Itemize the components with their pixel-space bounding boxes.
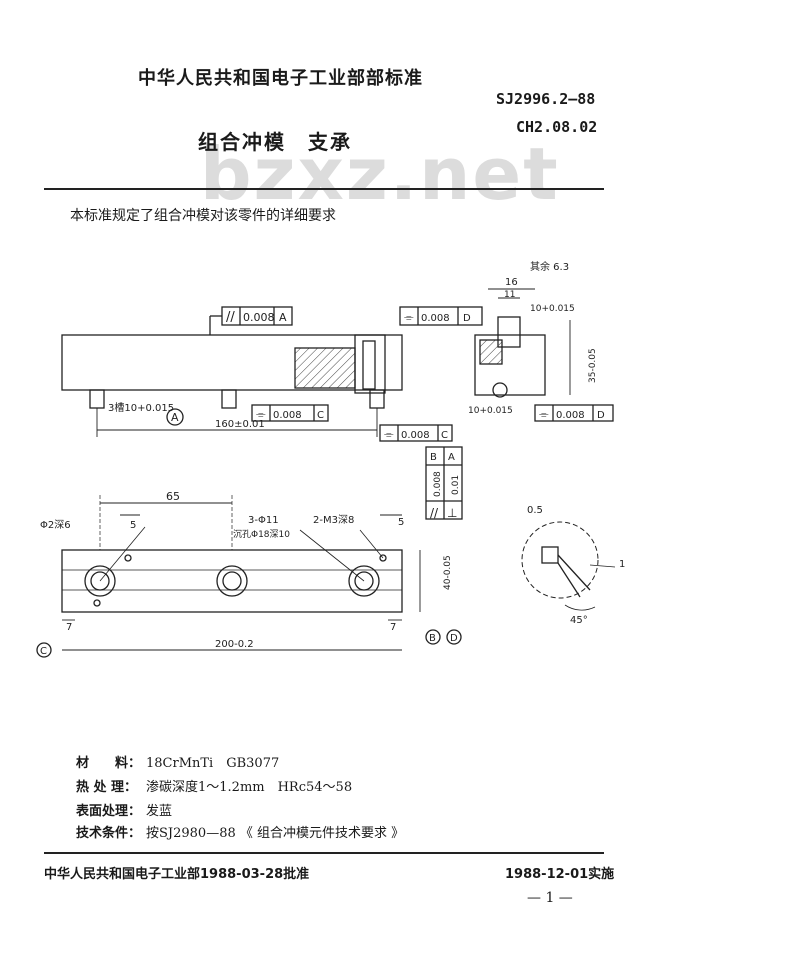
datum-d-label: D bbox=[450, 633, 458, 644]
spec-material: 材 料： 18CrMnTi GB3077 bbox=[76, 752, 279, 771]
standard-header: 中华人民共和国电子工业部部标准 bbox=[138, 68, 423, 89]
dim-200: 200-0.2 bbox=[215, 639, 254, 650]
dim-35: 35-0.05 bbox=[588, 348, 598, 383]
standard-code-secondary: CH2.08.02 bbox=[516, 118, 598, 136]
spec-material-value: 18CrMnTi GB3077 bbox=[146, 756, 280, 771]
tol-value-c1: 0.008 bbox=[273, 410, 302, 421]
spec-heat-key: 热 处 理： bbox=[76, 780, 138, 795]
dim-65: 65 bbox=[166, 490, 180, 503]
sym-symbol-3: ⌯ bbox=[404, 310, 414, 324]
detail-45: 45° bbox=[570, 615, 588, 626]
spec-surface-value: 发蓝 bbox=[146, 804, 173, 819]
intro-text: 本标准规定了组合冲模对该零件的详细要求 bbox=[70, 208, 336, 224]
dim-10: 10+0.015 bbox=[530, 304, 575, 314]
datum-b-label: B bbox=[429, 633, 436, 644]
page-number: — 1 — bbox=[527, 890, 573, 906]
note-pin: Φ2深6 bbox=[40, 519, 71, 531]
datum-c-ref2: C bbox=[441, 430, 448, 441]
spec-tech: 技术条件： 按SJ2980—88 《 组合冲模元件技术要求 》 bbox=[76, 822, 404, 841]
datum-c-label: C bbox=[40, 646, 47, 657]
effective-date: 1988-12-01实施 bbox=[505, 867, 615, 882]
datum-a-ref2: A bbox=[448, 452, 455, 463]
front-view bbox=[61, 306, 453, 442]
datum-b-ref: B bbox=[430, 452, 437, 463]
dim-40: 40-0.05 bbox=[443, 555, 453, 590]
dim-10b: 10+0.015 bbox=[468, 406, 513, 416]
side-view bbox=[399, 288, 614, 422]
datum-d-ref2: D bbox=[597, 410, 605, 421]
dim-11: 11 bbox=[504, 290, 515, 300]
technical-drawing: // 0.008 A A 3槽10+0.015 ⌯ 0.008 C 160±0.… bbox=[36, 260, 625, 658]
sym-symbol-2: ⌯ bbox=[384, 427, 394, 441]
note-cbore: 沉孔Φ18深10 bbox=[233, 529, 290, 540]
dim-5b: 5 bbox=[398, 517, 404, 528]
detail-05: 0.5 bbox=[527, 505, 543, 516]
detail-view bbox=[521, 521, 616, 611]
spec-heat: 热 处 理： 渗碳深度1～1.2mm HRc54～58 bbox=[76, 776, 352, 795]
dim-5a: 5 bbox=[130, 520, 136, 531]
datum-a-ref: A bbox=[279, 311, 287, 324]
dim-7a: 7 bbox=[66, 622, 72, 633]
note-slot: 3槽10+0.015 bbox=[108, 401, 174, 414]
surface-rest: 其余 6.3 bbox=[530, 260, 569, 273]
spec-surface-key: 表面处理： bbox=[76, 804, 142, 819]
tol-value-front: 0.008 bbox=[243, 311, 275, 324]
perp-value: 0.01 bbox=[451, 475, 461, 495]
datum-a-label: A bbox=[171, 411, 179, 424]
spec-heat-value: 渗碳深度1～1.2mm HRc54～58 bbox=[146, 780, 353, 795]
sym-symbol-1: ⌯ bbox=[256, 407, 266, 421]
tol-value-d2: 0.008 bbox=[556, 410, 585, 421]
footer-rule bbox=[44, 852, 604, 854]
standard-code: SJ2996.2—88 bbox=[496, 90, 596, 108]
detail-1: 1 bbox=[619, 559, 625, 570]
vertical-tol-frame bbox=[425, 446, 463, 520]
sym-symbol-4: ⌯ bbox=[539, 407, 549, 421]
perp-symbol: ⊥ bbox=[447, 506, 457, 520]
spec-material-key: 材 料： bbox=[76, 756, 142, 771]
dim-7b: 7 bbox=[390, 622, 396, 633]
header-rule bbox=[44, 188, 604, 190]
spec-tech-value: 按SJ2980—88 《 组合冲模元件技术要求 》 bbox=[146, 826, 405, 841]
tol-parallel-vert: // bbox=[430, 506, 439, 520]
note-holes: 3-Φ11 bbox=[248, 515, 279, 526]
spec-tech-key: 技术条件： bbox=[76, 826, 142, 841]
note-m3: 2-M3深8 bbox=[313, 514, 354, 526]
plan-view bbox=[36, 495, 462, 658]
watermark: bzxz.net bbox=[200, 132, 560, 216]
datum-d-ref1: D bbox=[463, 313, 471, 324]
spec-surface: 表面处理： 发蓝 bbox=[76, 800, 172, 819]
approval-text: 中华人民共和国电子工业部1988-03-28批准 bbox=[44, 867, 310, 882]
datum-c-ref1: C bbox=[317, 410, 324, 421]
tol-value-vert: 0.008 bbox=[433, 471, 443, 497]
tol-value-c2: 0.008 bbox=[401, 430, 430, 441]
dim-160: 160±0.01 bbox=[215, 419, 265, 430]
dim-16: 16 bbox=[505, 277, 518, 288]
tol-parallel-symbol: // bbox=[226, 310, 235, 325]
tol-value-d1: 0.008 bbox=[421, 313, 450, 324]
document-title: 组合冲模 支承 bbox=[198, 130, 352, 154]
